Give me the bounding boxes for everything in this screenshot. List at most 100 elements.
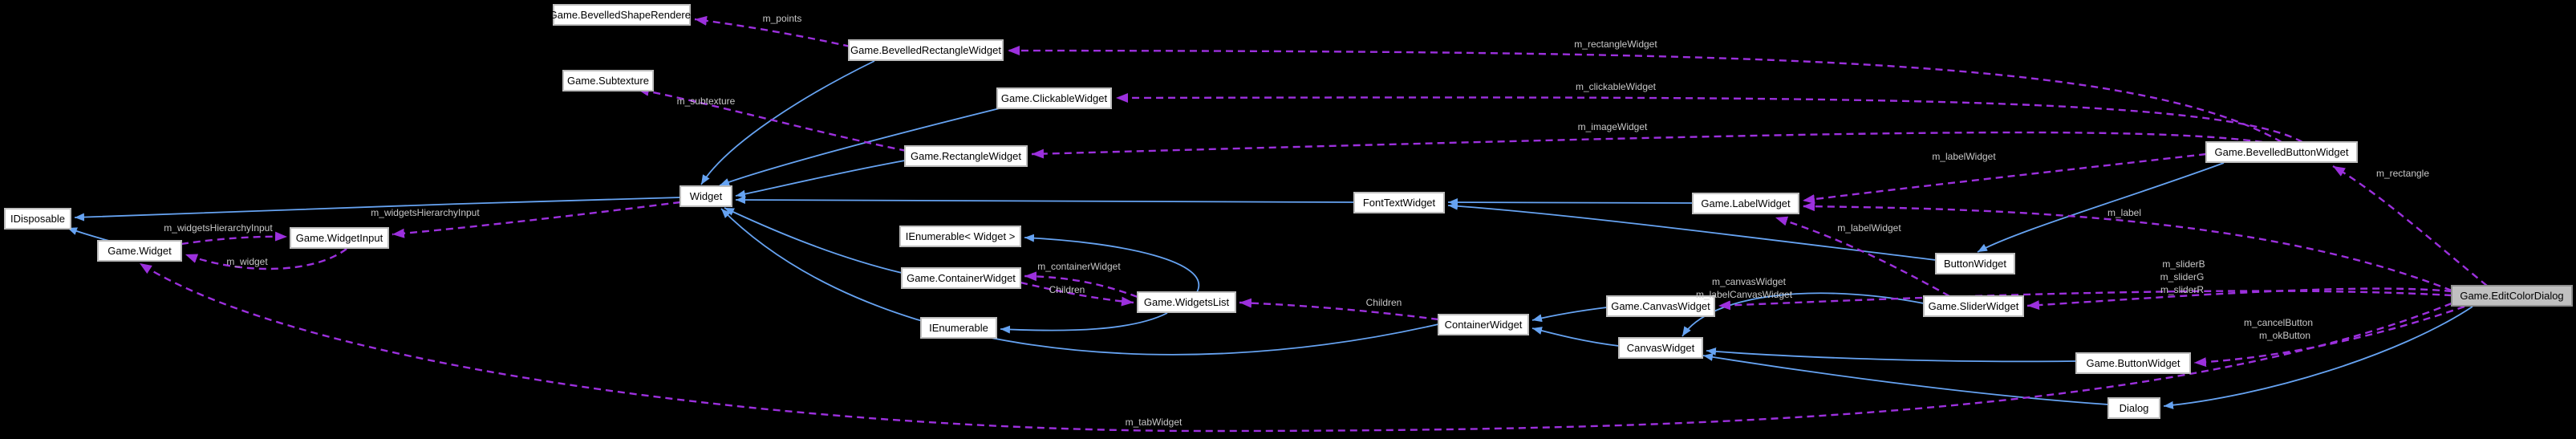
class-node-fonttextwidget[interactable]: FontTextWidget	[1353, 192, 1445, 213]
class-node-box[interactable]	[904, 145, 1028, 167]
class-node-dialog[interactable]: Dialog	[2107, 397, 2160, 419]
class-node-box[interactable]	[996, 87, 1112, 109]
nodes-layer: Game.BevelledShapeRendererGame.BevelledR…	[4, 4, 2573, 419]
edge-usage-game-editcolordialog-to-game-widget	[139, 262, 2452, 433]
edge-label-m-imagewidget: m_imageWidget	[1578, 121, 1648, 132]
class-node-game-buttonwidget[interactable]: Game.ButtonWidget	[2075, 352, 2191, 374]
class-node-game-bevelledbuttonwidget[interactable]: Game.BevelledButtonWidget	[2205, 141, 2358, 163]
edge-label-m-widgetshierarchyinput: m_widgetsHierarchyInput	[371, 207, 480, 218]
edge-label-m-labelwidget: m_labelWidget	[1932, 151, 1996, 162]
class-node-box[interactable]	[848, 39, 1004, 61]
class-node-box[interactable]	[1692, 193, 1799, 214]
class-node-box[interactable]	[2075, 352, 2191, 374]
edge-inheritance-canvaswidget-to-containerwidget	[1531, 327, 1620, 347]
edge-label-m-points: m_points	[763, 13, 802, 24]
class-node-ienumerable-widget[interactable]: IEnumerable< Widget >	[899, 226, 1021, 247]
class-node-idisposable[interactable]: IDisposable	[4, 208, 71, 230]
class-node-ienumerable[interactable]: IEnumerable	[920, 317, 997, 339]
class-node-label: Game.ButtonWidget	[2086, 357, 2180, 369]
edge-usage-game-editcolordialog-to-game-canvaswidget	[1718, 290, 2452, 311]
edge-label-m-containerwidget: m_containerWidget	[1037, 261, 1121, 272]
class-node-game-labelwidget[interactable]: Game.LabelWidget	[1692, 193, 1799, 214]
class-node-label: Game.Widget	[108, 245, 172, 257]
edge-label-m-sliderr: m_sliderR	[2160, 284, 2204, 295]
edge-label-m-clickablewidget: m_clickableWidget	[1576, 81, 1657, 92]
class-node-box[interactable]	[920, 317, 997, 339]
edge-usage-game-editcolordialog-to-game-buttonwidget	[2193, 305, 2465, 368]
edge-label-m-labelwidget: m_labelWidget	[1837, 222, 1901, 234]
class-node-box[interactable]	[1353, 192, 1445, 213]
edge-usage-game-editcolordialog-to-game-sliderwidget	[2026, 287, 2452, 311]
edge-label-m-rectanglewidget: m_rectangleWidget	[1574, 39, 1657, 50]
edge-label-m-subtexture: m_subtexture	[677, 96, 736, 107]
edge-label-m-label: m_label	[2107, 207, 2141, 218]
class-node-game-sliderwidget[interactable]: Game.SliderWidget	[1923, 295, 2024, 317]
class-node-label: Game.BevelledButtonWidget	[2215, 146, 2349, 158]
edge-label-children: Children	[1366, 297, 1402, 308]
class-node-buttonwidget[interactable]: ButtonWidget	[1935, 253, 2015, 274]
edge-inheritance-game-containerwidget-to-widget	[724, 207, 903, 274]
edge-usage-game-rectanglewidget-to-game-subtexture	[636, 86, 907, 152]
class-node-label: IEnumerable< Widget >	[906, 230, 1016, 242]
edge-label-m-okbutton: m_okButton	[2259, 330, 2310, 341]
edge-inheritance-game-canvaswidget-to-containerwidget	[1531, 307, 1608, 323]
class-node-box[interactable]	[290, 227, 389, 249]
class-node-game-editcolordialog: Game.EditColorDialog	[2451, 285, 2573, 307]
edge-label-m-widget: m_widget	[226, 256, 268, 267]
class-node-box[interactable]	[1438, 314, 1529, 335]
class-node-label: Game.RectangleWidget	[911, 150, 1021, 162]
class-node-box[interactable]	[679, 185, 732, 207]
class-node-box[interactable]	[1935, 253, 2015, 274]
class-node-game-bevelledrectanglewidget[interactable]: Game.BevelledRectangleWidget	[848, 39, 1004, 61]
class-node-box[interactable]	[2107, 397, 2160, 419]
class-node-game-canvaswidget[interactable]: Game.CanvasWidget	[1606, 295, 1715, 317]
class-node-widget[interactable]: Widget	[679, 185, 732, 207]
class-node-box[interactable]	[901, 267, 1021, 289]
class-node-game-widgetinput[interactable]: Game.WidgetInput	[290, 227, 389, 249]
class-node-label: IDisposable	[10, 213, 65, 225]
class-node-game-clickablewidget[interactable]: Game.ClickableWidget	[996, 87, 1112, 109]
edge-label-m-widgetshierarchyinput: m_widgetsHierarchyInput	[164, 222, 273, 234]
class-node-box[interactable]	[1923, 295, 2024, 317]
class-node-label: Game.LabelWidget	[1701, 197, 1791, 209]
class-node-label: CanvasWidget	[1627, 342, 1695, 354]
class-node-box	[2451, 285, 2573, 307]
class-node-game-containerwidget[interactable]: Game.ContainerWidget	[901, 267, 1021, 289]
class-node-game-rectanglewidget[interactable]: Game.RectangleWidget	[904, 145, 1028, 167]
edge-inheritance-game-bevelledbuttonwidget-to-buttonwidget	[1977, 162, 2225, 253]
class-node-label: Game.WidgetsList	[1144, 296, 1230, 308]
class-node-game-widgetslist[interactable]: Game.WidgetsList	[1137, 291, 1236, 313]
edge-inheritance-game-clickablewidget-to-widget	[719, 107, 1004, 186]
class-node-box[interactable]	[1137, 291, 1236, 313]
edge-usage-game-bevelledbuttonwidget-to-game-labelwidget	[1802, 152, 2207, 205]
class-node-box[interactable]	[1606, 295, 1715, 317]
edge-usage-game-widgetslist-to-game-containerwidget	[1024, 271, 1138, 299]
class-node-game-subtexture[interactable]: Game.Subtexture	[562, 70, 654, 91]
class-node-box[interactable]	[553, 4, 691, 26]
edge-inheritance-widget-to-idisposable	[74, 197, 681, 222]
class-node-box[interactable]	[562, 70, 654, 91]
class-node-label: Widget	[690, 190, 723, 202]
class-node-label: Game.ClickableWidget	[1001, 92, 1108, 104]
class-node-box[interactable]	[4, 208, 71, 230]
class-node-box[interactable]	[899, 226, 1021, 247]
class-node-label: Game.BevelledShapeRenderer	[550, 9, 695, 21]
class-node-box[interactable]	[97, 240, 182, 262]
edge-inheritance-game-widgetslist-to-ienumerable-widget	[1024, 234, 1200, 293]
class-node-label: Dialog	[2120, 402, 2149, 414]
edge-label-m-sliderb: m_sliderB	[2162, 258, 2205, 270]
class-node-canvaswidget[interactable]: CanvasWidget	[1618, 337, 1703, 359]
class-node-box[interactable]	[1618, 337, 1703, 359]
edge-usage-game-bevelledbuttonwidget-to-game-rectanglewidget	[1031, 131, 2263, 159]
edge-labels-layer: m_points m_subtexture m_rectangleWidget m_c…	[164, 13, 2429, 428]
class-node-game-widget[interactable]: Game.Widget	[97, 240, 182, 262]
edge-usage-game-widget-to-game-widgetinput	[181, 231, 288, 246]
class-node-containerwidget[interactable]: ContainerWidget	[1438, 314, 1529, 335]
edge-inheritance-game-sliderwidget-to-canvaswidget	[1681, 292, 1925, 337]
class-node-label: Game.EditColorDialog	[2460, 290, 2563, 302]
edge-inheritance-game-widgetslist-to-ienumerable	[1000, 312, 1168, 334]
class-node-game-bevelledshaperenderer[interactable]: Game.BevelledShapeRenderer	[550, 4, 695, 26]
class-node-box[interactable]	[2205, 141, 2358, 163]
edge-usage-widget-to-game-widgetinput	[391, 201, 681, 238]
